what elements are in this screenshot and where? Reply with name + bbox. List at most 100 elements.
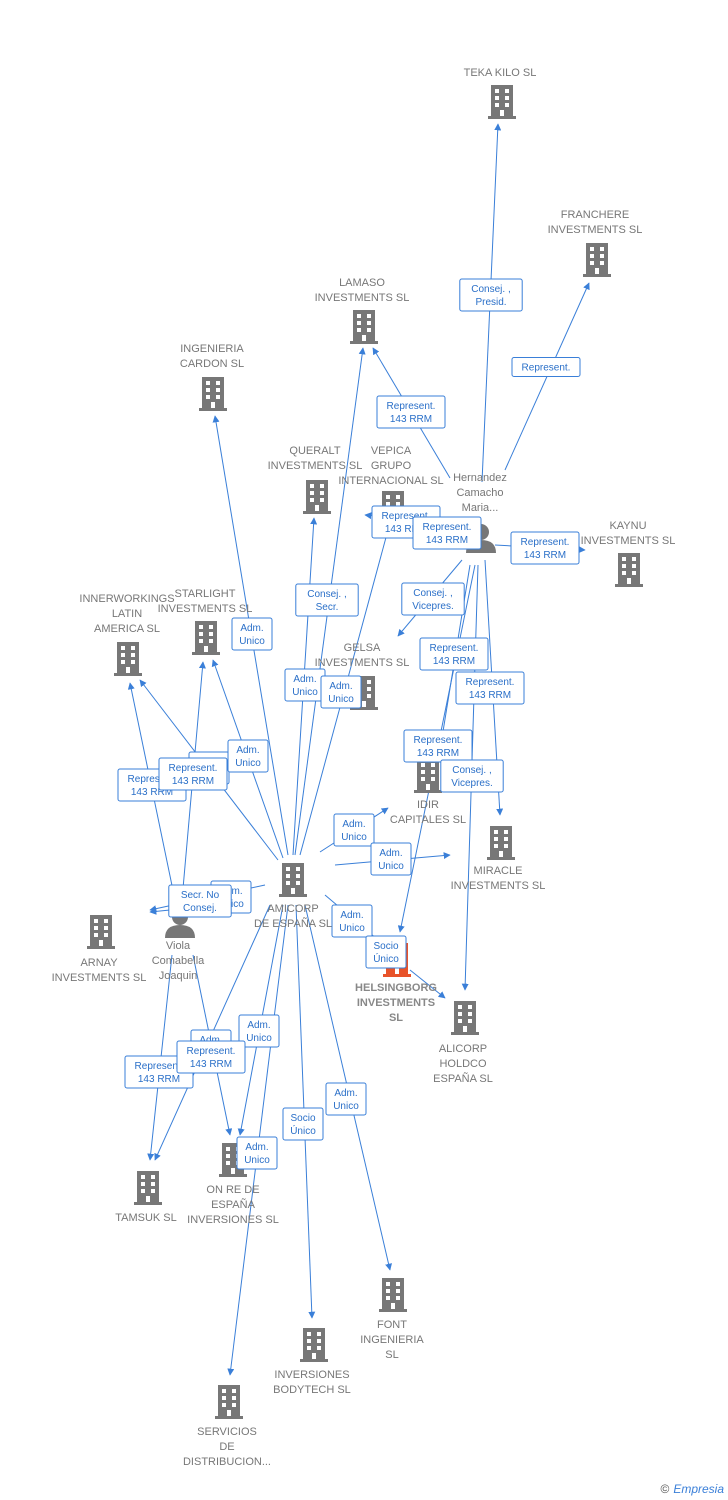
edge-label-box <box>370 842 412 876</box>
edge-label-box <box>295 583 359 617</box>
edge-label-text: Unico <box>235 758 261 769</box>
node-label-line: INNERWORKINGS <box>79 593 174 605</box>
edge-label-amicorp-to-starlight[interactable]: Adm.Unico <box>227 739 269 773</box>
building-icon <box>114 642 142 676</box>
edge-label-amicorp-to-ingenieria_cardon[interactable]: Adm.Unico <box>231 617 273 651</box>
building-icon <box>303 480 331 514</box>
edge-label-hernandez-to-miracle[interactable]: Represent.143 RRM <box>455 671 525 705</box>
edge-label-hernandez-to-alicorp[interactable]: Consej. ,Vicepres. <box>440 759 504 793</box>
edge-label-viola-to-starlight[interactable]: Represent.143 RRM <box>158 757 228 791</box>
edge-label-hernandez-to-vepica[interactable]: Represent.143 RRM <box>412 516 482 550</box>
edge-label-text: Unico <box>246 1033 272 1044</box>
edge-label-amicorp-to-vepica[interactable]: Adm. Unico <box>320 675 362 709</box>
edge-label-text: Adm. <box>293 674 316 685</box>
node-label-line: LATIN <box>112 608 142 620</box>
edge-label-text: Represent. <box>430 643 479 654</box>
building-icon <box>300 1328 328 1362</box>
edge-label-amicorp-to-onre[interactable]: Adm. Unico <box>238 1014 280 1048</box>
edge-label-hernandez-to-gelsa[interactable]: Consej. ,Vicepres. <box>401 582 465 616</box>
node-label-line: QUERALT <box>289 445 340 457</box>
edge-label-hernandez-to-helsingborg[interactable]: Represent.143 RRM <box>403 729 473 763</box>
edge-label-box <box>333 813 375 847</box>
node-label-line: INVESTMENTS SL <box>52 972 147 984</box>
edge-label-hernandez-to-lamaso[interactable]: Represent.143 RRM <box>376 395 446 429</box>
edge-label-amicorp-to-lamaso[interactable]: Adm. Unico <box>284 668 326 702</box>
edge-label-text: Vicepres. <box>451 778 493 789</box>
edge-label-text: Socio <box>373 941 398 952</box>
edge-label-text: Unico <box>341 832 367 843</box>
building-icon <box>583 243 611 277</box>
edge-label-amicorp-to-helsingborg[interactable]: Adm.Unico <box>331 904 373 938</box>
node-label-line: HELSINGBORG <box>355 982 437 994</box>
edge-label-text: Unico <box>378 861 404 872</box>
edge-label-box <box>510 531 580 565</box>
edge-label-box <box>511 357 581 377</box>
edge-label-box <box>440 759 504 793</box>
node-label-line: LAMASO <box>339 277 385 289</box>
edge-label-viola-to-onre[interactable]: Represent.143 RRM <box>176 1040 246 1074</box>
edge-label-amicorp-to-idir[interactable]: Adm.Unico <box>333 813 375 847</box>
edge-label-text: Adm. <box>334 1088 357 1099</box>
edge-label-text: Unico <box>328 694 354 705</box>
edge-label-amicorp-to-servicios[interactable]: Adm.Unico <box>236 1136 278 1170</box>
edge-label-box <box>227 739 269 773</box>
node-label-line: TEKA KILO SL <box>464 67 537 79</box>
node-label-line: CARDON SL <box>180 358 244 370</box>
node-teka[interactable]: TEKA KILO SL <box>464 67 537 119</box>
edge-label-text: Adm. <box>247 1020 270 1031</box>
edge-label-box <box>403 729 473 763</box>
node-servicios[interactable]: SERVICIOS DE DISTRIBUCION... <box>183 1385 271 1468</box>
edge-label-hernandez-to-kaynu[interactable]: Represent.143 RRM <box>510 531 580 565</box>
node-hernandez[interactable]: HernandezCamachoMaria... <box>453 472 507 553</box>
node-lamaso[interactable]: LAMASO INVESTMENTS SL <box>315 277 410 344</box>
edge-label-amicorp-to-miracle[interactable]: Adm.Unico <box>370 842 412 876</box>
edge-label-amicorp-to-queralt[interactable]: Consej. ,Secr. <box>295 583 359 617</box>
node-label-line: DE <box>219 1441 234 1453</box>
edge-label-text: Unico <box>239 636 265 647</box>
node-label-line: VEPICA <box>371 445 412 457</box>
edge-label-text: 143 RRM <box>417 748 459 759</box>
edge-label-text: Único <box>373 952 399 965</box>
brand-watermark: ©Empresia <box>660 1482 724 1496</box>
node-label-line: DISTRIBUCION... <box>183 1456 271 1468</box>
edge-label-text: Unico <box>292 687 318 698</box>
edge-label-hernandez-to-franchere[interactable]: Represent. <box>511 357 581 377</box>
building-icon <box>350 310 378 344</box>
node-label-line: ESPAÑA SL <box>433 1072 493 1085</box>
edge-label-text: Consej. , <box>471 284 510 295</box>
node-label-line: TAMSUK SL <box>115 1212 177 1224</box>
edge-label-viola-to-tamsuk[interactable]: Represent.143 RRM <box>124 1055 194 1089</box>
edge-label-text: Adm. <box>329 681 352 692</box>
edge-label-text: Único <box>290 1124 316 1137</box>
edge-label-hernandez-to-idir[interactable]: Represent.143 RRM <box>419 637 489 671</box>
edge-label-amicorp-to-font[interactable]: Adm.Unico <box>325 1082 367 1116</box>
node-label-line: INVESTMENTS SL <box>315 292 410 304</box>
node-label-line: SERVICIOS <box>197 1426 257 1438</box>
edge-label-text: Vicepres. <box>412 601 454 612</box>
edge-label-hernandez-to-teka[interactable]: Consej. ,Presid. <box>459 278 523 312</box>
node-tamsuk[interactable]: TAMSUK SL <box>115 1171 177 1224</box>
